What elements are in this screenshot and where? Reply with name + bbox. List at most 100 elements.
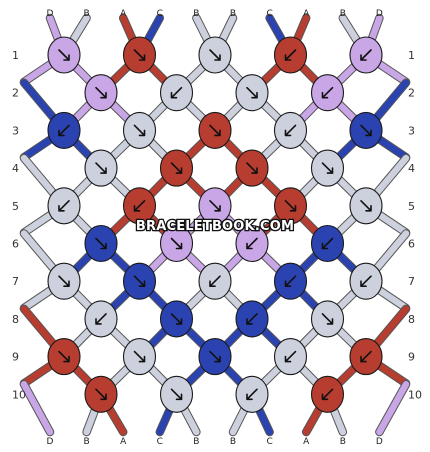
knot-arrow-icon [170, 86, 183, 99]
knot-arrow-icon [246, 237, 258, 250]
knot-arrow-icon [284, 49, 297, 61]
row-label-left: 9 [12, 351, 19, 364]
row-label-left: 6 [12, 238, 19, 251]
knot [273, 187, 308, 225]
strand-letter-top: D [376, 9, 383, 19]
row-label-right: 7 [408, 275, 415, 288]
strand-letter-top: B [340, 9, 346, 19]
row-label-right: 8 [408, 313, 415, 326]
strand-letter-bottom: D [376, 437, 383, 447]
knot [159, 149, 194, 187]
knot [198, 111, 232, 149]
knot [159, 74, 194, 112]
thread-segment [376, 381, 410, 436]
knot [122, 187, 157, 225]
row-label-left: 1 [12, 49, 19, 62]
knot [273, 338, 308, 376]
knot [198, 187, 232, 225]
knot [84, 300, 118, 338]
knot-arrow-icon [170, 162, 183, 174]
strand-letter-top: C [157, 9, 163, 19]
knot-arrow-icon [95, 86, 107, 99]
knot [235, 74, 269, 112]
strand-letter-top: C [266, 9, 272, 19]
knot-arrow-icon [284, 124, 297, 137]
knot [310, 74, 345, 112]
knot [47, 111, 81, 149]
row-label-right: 10 [408, 388, 422, 401]
knot [122, 111, 157, 149]
knot [84, 149, 118, 187]
strand-letter-bottom: C [266, 437, 272, 447]
knot [310, 149, 345, 187]
knot-arrow-icon [58, 124, 70, 137]
knot [159, 224, 194, 263]
knot-arrow-icon [284, 200, 297, 212]
row-label-right: 6 [408, 238, 415, 251]
knot-arrow-icon [133, 350, 146, 363]
knot-arrow-icon [246, 86, 258, 99]
knot-arrow-icon [360, 275, 372, 287]
knots-layer [47, 36, 383, 413]
knot [47, 187, 81, 225]
knot-arrow-icon [360, 200, 372, 212]
knot [273, 111, 308, 149]
knot-arrow-icon [321, 86, 334, 99]
knot-arrow-icon [284, 275, 297, 287]
knot-arrow-icon [170, 388, 183, 401]
knot-arrow-icon [133, 275, 146, 287]
knot-arrow-icon [321, 388, 334, 401]
knot-arrow-icon [246, 162, 258, 174]
row-label-left: 7 [12, 275, 19, 288]
knot [47, 36, 81, 74]
knot-arrow-icon [170, 237, 183, 250]
row-label-left: 10 [12, 388, 26, 401]
knot [273, 36, 308, 74]
knot [349, 36, 383, 74]
knot [122, 36, 157, 74]
knot-arrow-icon [209, 124, 221, 137]
row-label-right: 2 [408, 87, 415, 100]
knot [349, 338, 383, 376]
row-label-right: 9 [408, 351, 415, 364]
knot [310, 375, 345, 413]
knot-arrow-icon [209, 200, 221, 212]
strand-letter-bottom: B [84, 437, 90, 447]
knot-arrow-icon [58, 350, 70, 363]
knot-arrow-icon [246, 388, 258, 401]
knot [122, 338, 157, 376]
knot-arrow-icon [360, 350, 372, 363]
knot [310, 224, 345, 263]
knot [310, 300, 345, 338]
strand-letter-top: B [230, 9, 236, 19]
strand-letter-bottom: D [47, 437, 54, 447]
knot [159, 375, 194, 413]
row-label-right: 3 [408, 124, 415, 137]
knot [84, 375, 118, 413]
knot-arrow-icon [321, 313, 334, 325]
thread-segment [20, 381, 54, 436]
knot-arrow-icon [170, 313, 183, 325]
knot [47, 262, 81, 300]
strand-letter-bottom: B [230, 437, 236, 447]
strand-letter-top: A [303, 9, 310, 19]
knot-arrow-icon [133, 49, 146, 61]
watermark: BRACELETBOOK.COM [136, 219, 294, 234]
knot-arrow-icon [95, 162, 107, 174]
strand-letter-bottom: A [120, 437, 127, 447]
knot [84, 224, 118, 263]
row-label-left: 5 [12, 200, 19, 213]
knot-arrow-icon [360, 124, 372, 137]
knot-arrow-icon [321, 237, 334, 250]
knot [235, 149, 269, 187]
knot-arrow-icon [321, 162, 334, 174]
knot-arrow-icon [95, 388, 107, 401]
row-label-right: 1 [408, 49, 415, 62]
knot [235, 224, 269, 263]
strand-letter-top: A [120, 9, 127, 19]
strand-letter-bottom: A [303, 437, 310, 447]
row-label-left: 3 [12, 124, 19, 137]
strand-letter-top: B [193, 9, 199, 19]
knot-arrow-icon [133, 124, 146, 137]
